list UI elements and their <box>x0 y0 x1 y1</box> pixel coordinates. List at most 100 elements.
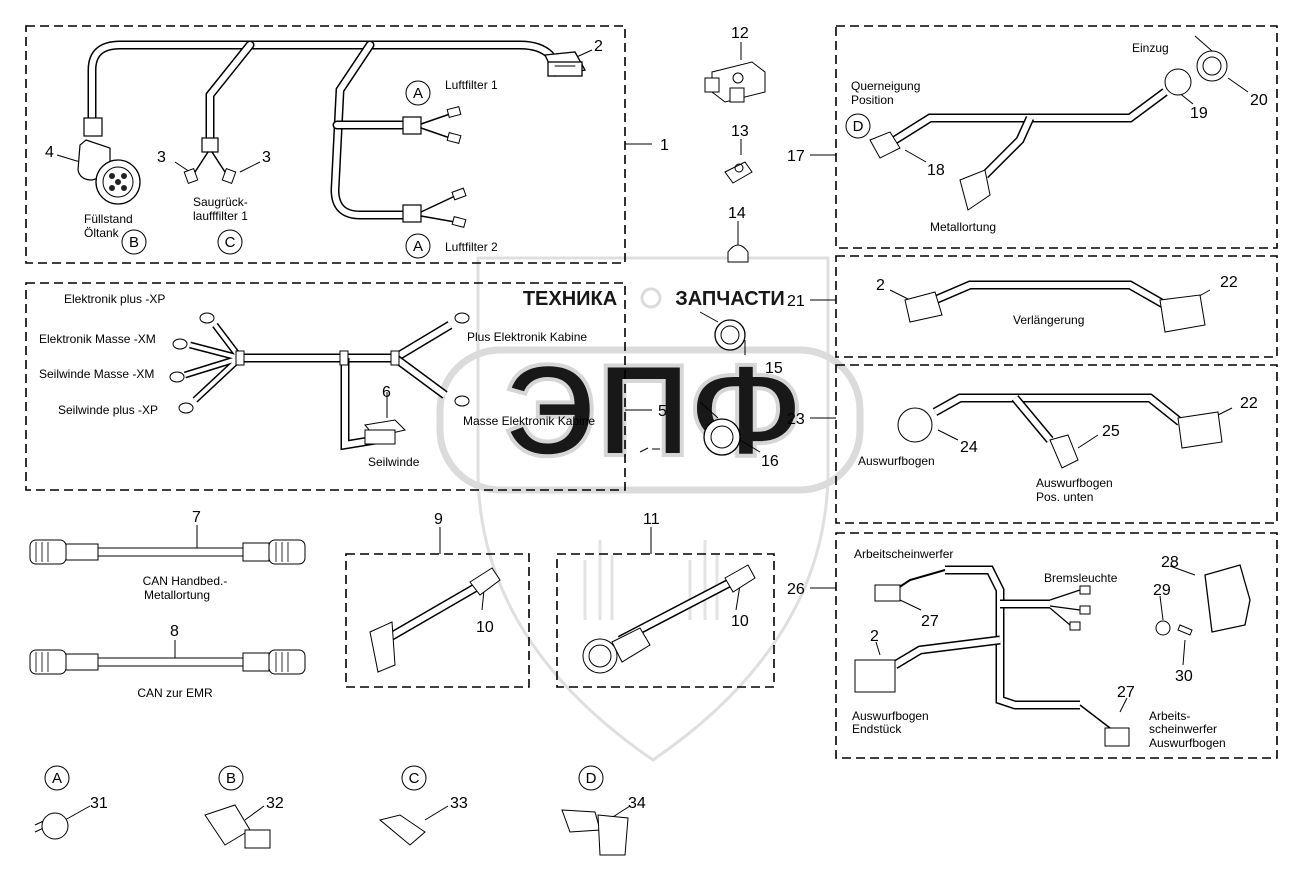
part-number-10b: 10 <box>731 613 749 630</box>
label-elektronik-plus: Elektronik plus -XP <box>64 292 165 306</box>
part-number-5: 5 <box>658 403 667 420</box>
letter-b-1: B <box>129 234 139 251</box>
sensor-33-icon <box>378 814 426 846</box>
plug-15-icon <box>699 311 746 351</box>
clip-14-icon <box>727 244 749 263</box>
label-saugrueck: Saugrück- <box>193 195 248 209</box>
label-auswurfbogen: Auswurfbogen <box>858 454 935 468</box>
harness-5 <box>169 312 660 453</box>
part-number-18: 18 <box>927 162 945 179</box>
part-number-12: 12 <box>731 25 749 42</box>
label-bremsleuchte: Bremsleuchte <box>1044 571 1118 585</box>
box-harness-5 <box>25 282 626 491</box>
part-number-27a: 27 <box>921 613 939 630</box>
part-number-33: 33 <box>450 795 468 812</box>
part-number-1: 1 <box>660 137 669 154</box>
box-harness-26 <box>835 532 1278 759</box>
label-ausw-end-1: Auswurfbogen <box>852 709 929 723</box>
label-luftfilter-1: Luftfilter 1 <box>445 78 498 92</box>
watermark-left: ТЕХНИКА <box>523 288 617 310</box>
label-verlaengerung: Verlängerung <box>1013 313 1084 327</box>
letter-d-2: D <box>586 770 597 787</box>
part-number-3b: 3 <box>262 149 271 166</box>
harness-23 <box>897 393 1223 469</box>
harness-1 <box>77 40 587 229</box>
part-number-23: 23 <box>787 411 805 428</box>
part-number-20: 20 <box>1250 92 1268 109</box>
part-number-34: 34 <box>628 795 646 812</box>
clip-13-icon <box>724 161 753 184</box>
harness-26 <box>854 564 1251 747</box>
sensor-32-icon <box>204 804 271 849</box>
label-seilwinde: Seilwinde <box>368 455 420 469</box>
label-can-emr: CAN zur EMR <box>137 686 213 700</box>
label-can-metallortung: Metallortung <box>144 588 210 602</box>
label-fuellstand: Füllstand <box>84 212 133 226</box>
label-seilwinde-plus: Seilwinde plus -XP <box>58 403 158 417</box>
harness-17 <box>869 35 1228 211</box>
fitting-12-icon <box>704 61 766 103</box>
part-number-6: 6 <box>382 384 391 401</box>
text-labels: Luftfilter 1 Luftfilter 2 Füllstand Ölta… <box>39 41 1226 750</box>
part-number-17: 17 <box>787 148 805 165</box>
watermark: ЭПФ ТЕХНИКА ЗАПЧАСТИ <box>436 256 864 762</box>
label-position: Position <box>851 93 894 107</box>
letter-d-1: D <box>853 118 864 135</box>
part-number-7: 7 <box>192 509 201 526</box>
part-number-29: 29 <box>1153 582 1171 599</box>
label-arb-ausw-1: Arbeits- <box>1149 709 1190 723</box>
box-cable-9 <box>345 553 530 688</box>
part-number-26: 26 <box>787 581 805 598</box>
part-number-2b: 2 <box>876 277 885 294</box>
label-laufffilter: laufffilter 1 <box>193 209 248 223</box>
letter-a-1: A <box>413 85 423 102</box>
part-number-16: 16 <box>761 453 779 470</box>
connector-6-icon <box>364 419 406 445</box>
cable-9 <box>369 567 501 673</box>
part-number-30: 30 <box>1175 668 1193 685</box>
letter-c-2: C <box>409 770 420 787</box>
letter-a-2: A <box>413 238 423 255</box>
label-ausw-end-2: Endstück <box>852 722 902 736</box>
cable-11 <box>582 564 756 674</box>
part-number-25: 25 <box>1102 423 1120 440</box>
part-number-22a: 22 <box>1220 274 1238 291</box>
label-oeltank: Öltank <box>84 226 120 240</box>
group-boxes <box>25 25 1278 759</box>
box-harness-23 <box>835 364 1278 524</box>
part-number-11: 11 <box>643 511 660 528</box>
watermark-logo: ЭПФ <box>505 337 802 483</box>
label-ausw-unten-2: Pos. unten <box>1036 490 1093 504</box>
part-number-14: 14 <box>728 205 746 222</box>
lamp-28-icon <box>1204 564 1251 633</box>
part-number-31: 31 <box>90 795 108 812</box>
leader-lines <box>56 42 1249 821</box>
label-metallortung: Metallortung <box>930 220 996 234</box>
label-plus-kabine: Plus Elektronik Kabine <box>467 330 587 344</box>
part-number-28: 28 <box>1161 554 1179 571</box>
label-luftfilter-2: Luftfilter 2 <box>445 240 498 254</box>
letter-c-1: C <box>225 234 236 251</box>
label-querneigung: Querneigung <box>851 79 920 93</box>
part-number-3a: 3 <box>157 149 166 166</box>
label-elektronik-masse: Elektronik Masse -XM <box>39 332 156 346</box>
sensor-34-icon <box>561 809 629 856</box>
watermark-right: ЗАПЧАСТИ <box>675 288 785 310</box>
part-number-19: 19 <box>1190 105 1208 122</box>
can-cable-7 <box>29 539 306 565</box>
part-number-32: 32 <box>266 795 284 812</box>
part-number-2c: 2 <box>870 628 879 645</box>
part-numbers: 1 2 3 3 4 5 6 7 8 9 10 11 10 12 13 14 15… <box>45 25 1268 812</box>
part-number-8: 8 <box>170 623 179 640</box>
bulb-30-icon <box>1177 624 1193 636</box>
label-arb-ausw-3: Auswurfbogen <box>1149 736 1226 750</box>
part-number-15: 15 <box>765 360 783 377</box>
part-number-10a: 10 <box>476 619 494 636</box>
label-ausw-unten-1: Auswurfbogen <box>1036 476 1113 490</box>
box-harness-21 <box>835 255 1278 358</box>
label-seilwinde-masse: Seilwinde Masse -XM <box>39 367 154 381</box>
box-cable-11 <box>556 553 775 688</box>
label-einzug: Einzug <box>1132 41 1169 55</box>
socket-16-icon <box>699 401 741 456</box>
